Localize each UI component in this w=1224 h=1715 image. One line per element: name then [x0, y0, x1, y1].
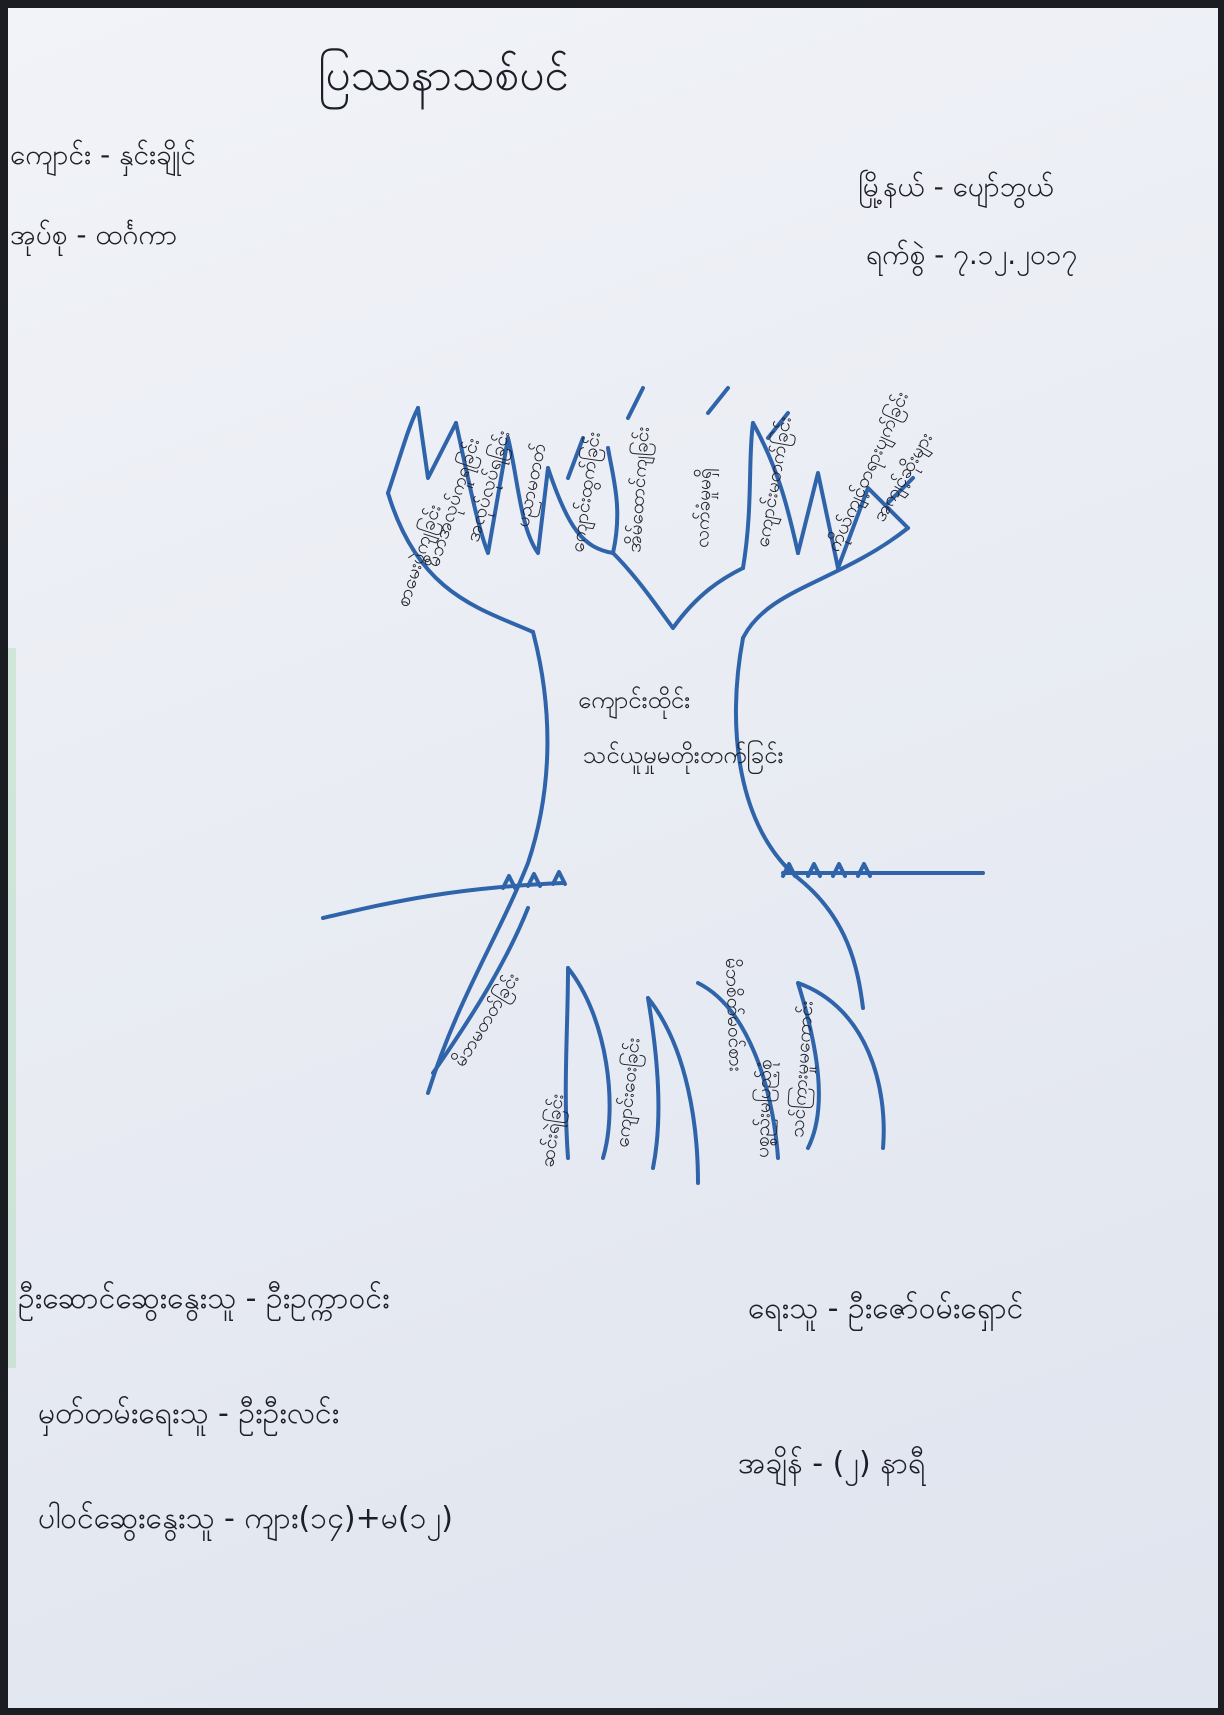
root-line: [696, 981, 780, 1160]
twig: [566, 386, 915, 505]
branch-label-7: လက်ခံမှုမရှိ: [690, 468, 720, 549]
root-line: [796, 981, 821, 1150]
township-label: မြို့နယ် - ပျော်ဘွယ်: [858, 170, 1054, 203]
root-line: [431, 906, 530, 1075]
time-label: အချိန် - (၂) နာရီ: [738, 1446, 926, 1481]
branch-line: [506, 436, 550, 555]
trunk-text-2: သင်ယူမှုမတိုးတက်ခြင်း: [583, 739, 783, 774]
branch-line: [386, 406, 420, 495]
paper-edge-shadow: [8, 648, 16, 1368]
root-line: [646, 996, 661, 1170]
trunk-outline-left: [426, 630, 550, 1095]
branch-label-6: အိမ်ထောင်ကျခြင်း: [621, 426, 658, 554]
facilitator-label: ဦးဆောင်ဆွေးနွေးသူ - ဦးဥက္ကာဝင်း: [18, 1281, 390, 1316]
root-line: [646, 996, 700, 1185]
problem-tree-drawing: ကျောင်းထိုင်း သင်ယူမှုမတိုးတက်ခြင်း စာမေ…: [321, 386, 985, 1185]
page-title: ပြဿနာသစ်ပင်: [318, 50, 569, 101]
root-labels: မိဘမတတ်ခြင်း ဆင်းရဲခြင်း ကျောင်းဝေးခြင်း…: [447, 957, 822, 1169]
recorder-label: ရေးသူ - ဦးဇော်ဝမ်းရှောင်: [748, 1291, 1024, 1326]
ground-line: [321, 881, 565, 920]
branch-line: [454, 421, 510, 555]
note-taker-label: မှတ်တမ်းရေးသူ - ဦးဦးလင်း: [38, 1396, 340, 1431]
root-label-1: မိဘမတတ်ခြင်း: [447, 968, 527, 1073]
group-label: အုပ်စု - ထင်္ဂကာ: [10, 218, 178, 251]
canopy-left-base: [386, 491, 535, 634]
trunk-outline-right: [734, 636, 865, 1010]
participants-label: ပါဝင်ဆွေးနွေးသူ - ကျား(၁၄)+မ(၁၂): [38, 1501, 453, 1536]
date-label: ရက်စွဲ - ၇.၁၂.၂၀၁၇: [866, 238, 1078, 271]
grass-marks: [501, 862, 872, 890]
root-line: [566, 966, 612, 1160]
root-line: [796, 981, 886, 1150]
root-line: [563, 966, 570, 1160]
branch-line: [836, 486, 910, 570]
branch-label-5: ကျောင်းထွက်ခြင်း: [564, 430, 609, 554]
school-label: ကျောင်း - နှင်းချိုင်: [10, 138, 196, 171]
paper-sheet: ပြဿနာသစ်ပင် ကျောင်း - နှင်းချိုင် အုပ်စု…: [8, 8, 1218, 1708]
trunk-text-1: ကျောင်းထိုင်း: [578, 685, 690, 719]
branch-line: [416, 406, 458, 480]
branch-line: [796, 471, 840, 570]
root-label-4: မိဘစိတ်မဝင်စား: [721, 957, 748, 1071]
branch-line: [751, 421, 800, 555]
branch-line: [611, 551, 745, 630]
branch-line: [741, 421, 755, 570]
canopy-right-base: [741, 526, 910, 640]
root-label-3: ကျောင်းဝေးခြင်း: [609, 1036, 648, 1148]
branch-labels: စာမေးပွဲကျခြင်း မိဘအလုပ်ကူရခြင်း အလုပ်လု…: [390, 387, 941, 610]
